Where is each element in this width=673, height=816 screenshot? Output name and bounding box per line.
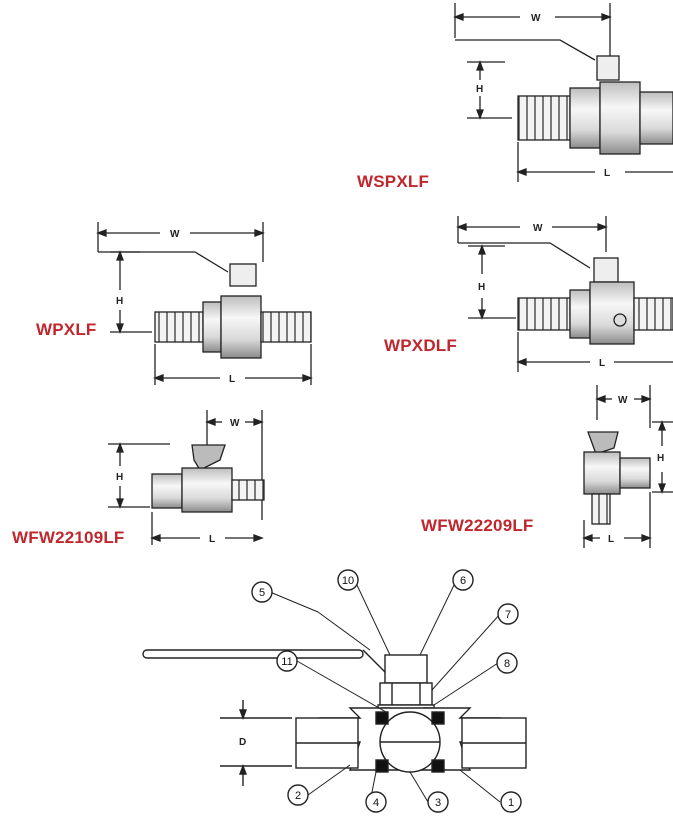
callout-7: 7	[505, 609, 511, 621]
callout-6: 6	[460, 575, 466, 587]
valve-drawing-wspxlf	[453, 3, 673, 182]
valve-drawing-wpxlf	[96, 222, 313, 385]
valve-drawing-wfw22209lf	[582, 385, 673, 548]
callout-8: 8	[504, 658, 510, 670]
dim-h-label: H	[657, 453, 664, 464]
callout-3: 3	[435, 797, 441, 809]
model-label-wpxdlf: WPXDLF	[384, 336, 457, 355]
model-label-wspxlf: WSPXLF	[357, 172, 430, 191]
dim-w-label: W	[533, 223, 543, 234]
valve-cross-section	[142, 569, 527, 813]
dim-h-label: H	[116, 296, 123, 307]
valve-drawing-wpxdlf	[456, 216, 673, 372]
callout-11: 11	[281, 656, 292, 668]
callout-5: 5	[259, 587, 265, 599]
model-label-wfw22109lf: WFW22109LF	[12, 528, 125, 547]
model-label-wfw22209lf: WFW22209LF	[421, 516, 534, 535]
dim-l-label: L	[209, 534, 215, 545]
dim-l-label: L	[608, 534, 614, 545]
dim-w-label: W	[618, 395, 628, 406]
dim-w-label: W	[531, 13, 541, 24]
dim-h-label: H	[476, 84, 483, 95]
dim-h-label: H	[116, 472, 123, 483]
dim-w-label: W	[170, 229, 180, 240]
model-label-wpxlf: WPXLF	[36, 320, 97, 339]
valve-drawing-wfw22109lf	[108, 410, 265, 545]
dim-d-label: D	[239, 737, 246, 748]
callout-4: 4	[373, 797, 379, 809]
dim-w-label: W	[230, 418, 240, 429]
dim-l-label: L	[599, 358, 605, 369]
callout-10: 10	[342, 575, 354, 587]
dim-l-label: L	[604, 168, 610, 179]
callout-1: 1	[508, 797, 514, 809]
dim-l-label: L	[229, 374, 235, 385]
callout-2: 2	[295, 790, 301, 802]
dim-h-label: H	[478, 282, 485, 293]
